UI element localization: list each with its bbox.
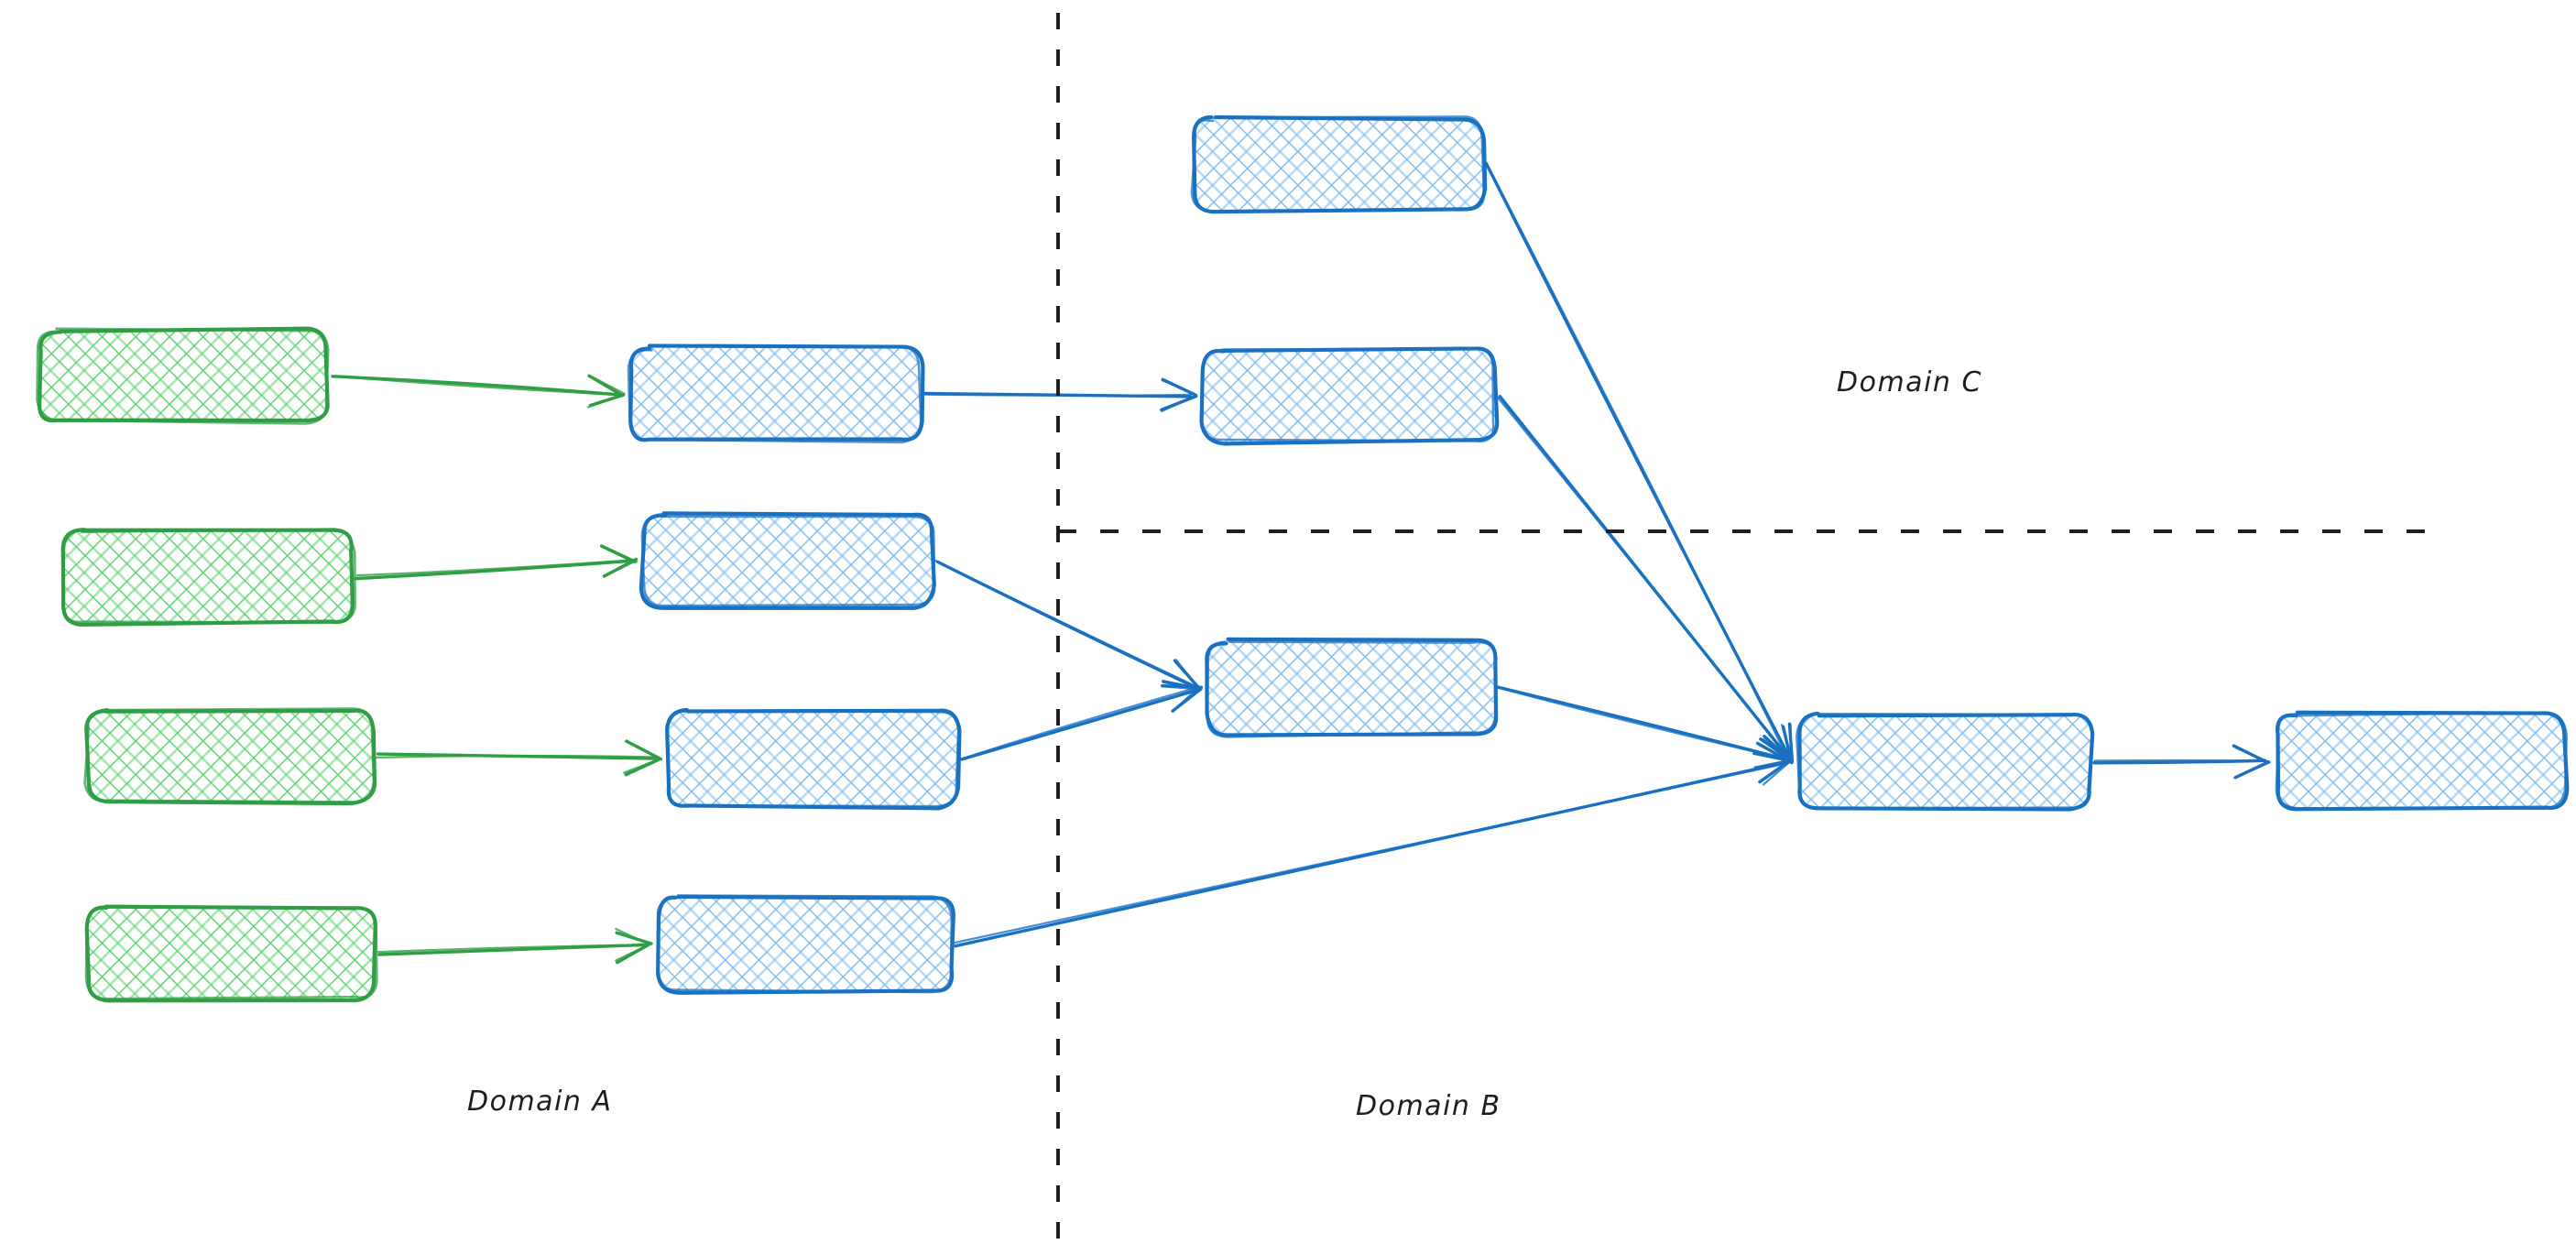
edge-shaft — [354, 559, 633, 581]
edge-arrowhead — [615, 943, 650, 962]
node-hatch-fill — [2276, 714, 2565, 808]
edge-b1-c2 — [922, 377, 1198, 413]
node-outline — [36, 327, 330, 425]
edge-shaft — [355, 559, 632, 577]
domain-c-node-top[interactable] — [1190, 115, 1488, 214]
edge-b3-c3 — [960, 680, 1203, 761]
edge-shaft — [2093, 758, 2267, 762]
edge-arrowhead — [1172, 685, 1201, 712]
edge-arrowhead — [2232, 761, 2271, 780]
edge-b4-d1 — [953, 751, 1794, 948]
node-hatch-fill — [666, 709, 958, 808]
edge-shaft — [377, 944, 649, 954]
node-outline — [628, 344, 925, 442]
domain-a-node-2[interactable] — [60, 528, 356, 627]
edge-arrowhead — [623, 758, 662, 774]
edge-c1-d1 — [1484, 161, 1795, 764]
node-outline — [61, 528, 356, 624]
node-hatch-fill — [1207, 639, 1495, 736]
node-outline — [1199, 347, 1495, 443]
edge-arrowhead — [1754, 758, 1794, 769]
edge-arrowhead — [1781, 724, 1794, 764]
edge-arrowhead — [1161, 379, 1198, 397]
domain-a-blue-node-2[interactable] — [639, 511, 936, 610]
edge-arrowhead — [1760, 737, 1794, 763]
edge-c2-d1 — [1496, 394, 1794, 765]
edge-d1-d2 — [2092, 744, 2271, 780]
edge-arrowhead — [601, 544, 639, 563]
domain-b-label: Domain B — [1356, 1090, 1501, 1122]
domain-c-node-middle[interactable] — [1199, 346, 1500, 446]
edge-arrowhead — [1758, 758, 1792, 784]
node-hatch-fill — [629, 347, 922, 442]
edge-shaft — [331, 375, 619, 397]
domain-c-label: Domain C — [1837, 366, 1982, 398]
edge-shaft — [1486, 164, 1790, 760]
edge-arrowhead — [1762, 759, 1793, 786]
node-hatch-fill — [61, 530, 355, 624]
domain-a-node-1[interactable] — [36, 326, 330, 425]
edge-c3-d1 — [1495, 685, 1794, 769]
edge-a3-b3 — [376, 739, 663, 777]
edge-a4-b4 — [377, 927, 653, 965]
node-outline — [2275, 711, 2568, 811]
nodes-group — [36, 115, 2570, 1003]
edge-a1-b1 — [331, 374, 626, 409]
domain-a-node-3[interactable] — [83, 707, 377, 806]
edge-arrowhead — [2234, 747, 2271, 764]
edges-group — [331, 161, 2271, 965]
node-hatch-fill — [641, 513, 933, 607]
node-hatch-fill — [1797, 714, 2091, 809]
edge-arrowhead — [604, 560, 636, 577]
edge-arrowhead — [1162, 681, 1202, 690]
node-outline — [84, 905, 378, 1000]
edge-b2-c3 — [933, 559, 1204, 691]
edge-a2-b2 — [354, 544, 639, 581]
node-hatch-fill — [1192, 118, 1485, 212]
node-outline — [666, 709, 960, 808]
node-outline — [627, 344, 922, 444]
node-outline — [1190, 115, 1486, 213]
node-hatch-fill — [38, 329, 328, 421]
domain-a-blue-node-1[interactable] — [627, 344, 925, 444]
edge-shaft — [376, 754, 658, 758]
edge-shaft — [953, 761, 1789, 944]
edge-shaft — [1496, 396, 1789, 759]
convergence-node[interactable] — [1796, 711, 2095, 812]
edge-shaft — [933, 559, 1199, 689]
node-hatch-fill — [656, 897, 955, 993]
edge-arrowhead — [1174, 659, 1200, 690]
edge-arrowhead — [615, 927, 651, 946]
edge-arrowhead — [1160, 395, 1196, 413]
node-outline — [1206, 640, 1497, 738]
edge-shaft — [960, 688, 1200, 761]
edge-arrowhead — [625, 739, 662, 760]
node-outline — [656, 894, 954, 994]
domain-a-node-4[interactable] — [84, 904, 378, 1003]
domain-a-blue-node-3[interactable] — [665, 707, 962, 811]
domain-a-blue-node-4[interactable] — [656, 894, 955, 995]
node-hatch-fill — [86, 906, 377, 999]
edge-shaft — [1498, 686, 1789, 761]
node-outline — [640, 513, 936, 607]
edge-arrowhead — [590, 375, 626, 395]
node-outline — [1796, 712, 2094, 810]
node-outline — [83, 707, 376, 803]
output-node[interactable] — [2275, 710, 2570, 812]
domain-a-label: Domain A — [467, 1086, 613, 1118]
edge-arrowhead — [586, 394, 624, 409]
edge-shaft — [960, 686, 1198, 760]
node-hatch-fill — [1202, 349, 1497, 442]
node-hatch-fill — [86, 708, 375, 802]
domain-b-node-center[interactable] — [1205, 637, 1499, 738]
